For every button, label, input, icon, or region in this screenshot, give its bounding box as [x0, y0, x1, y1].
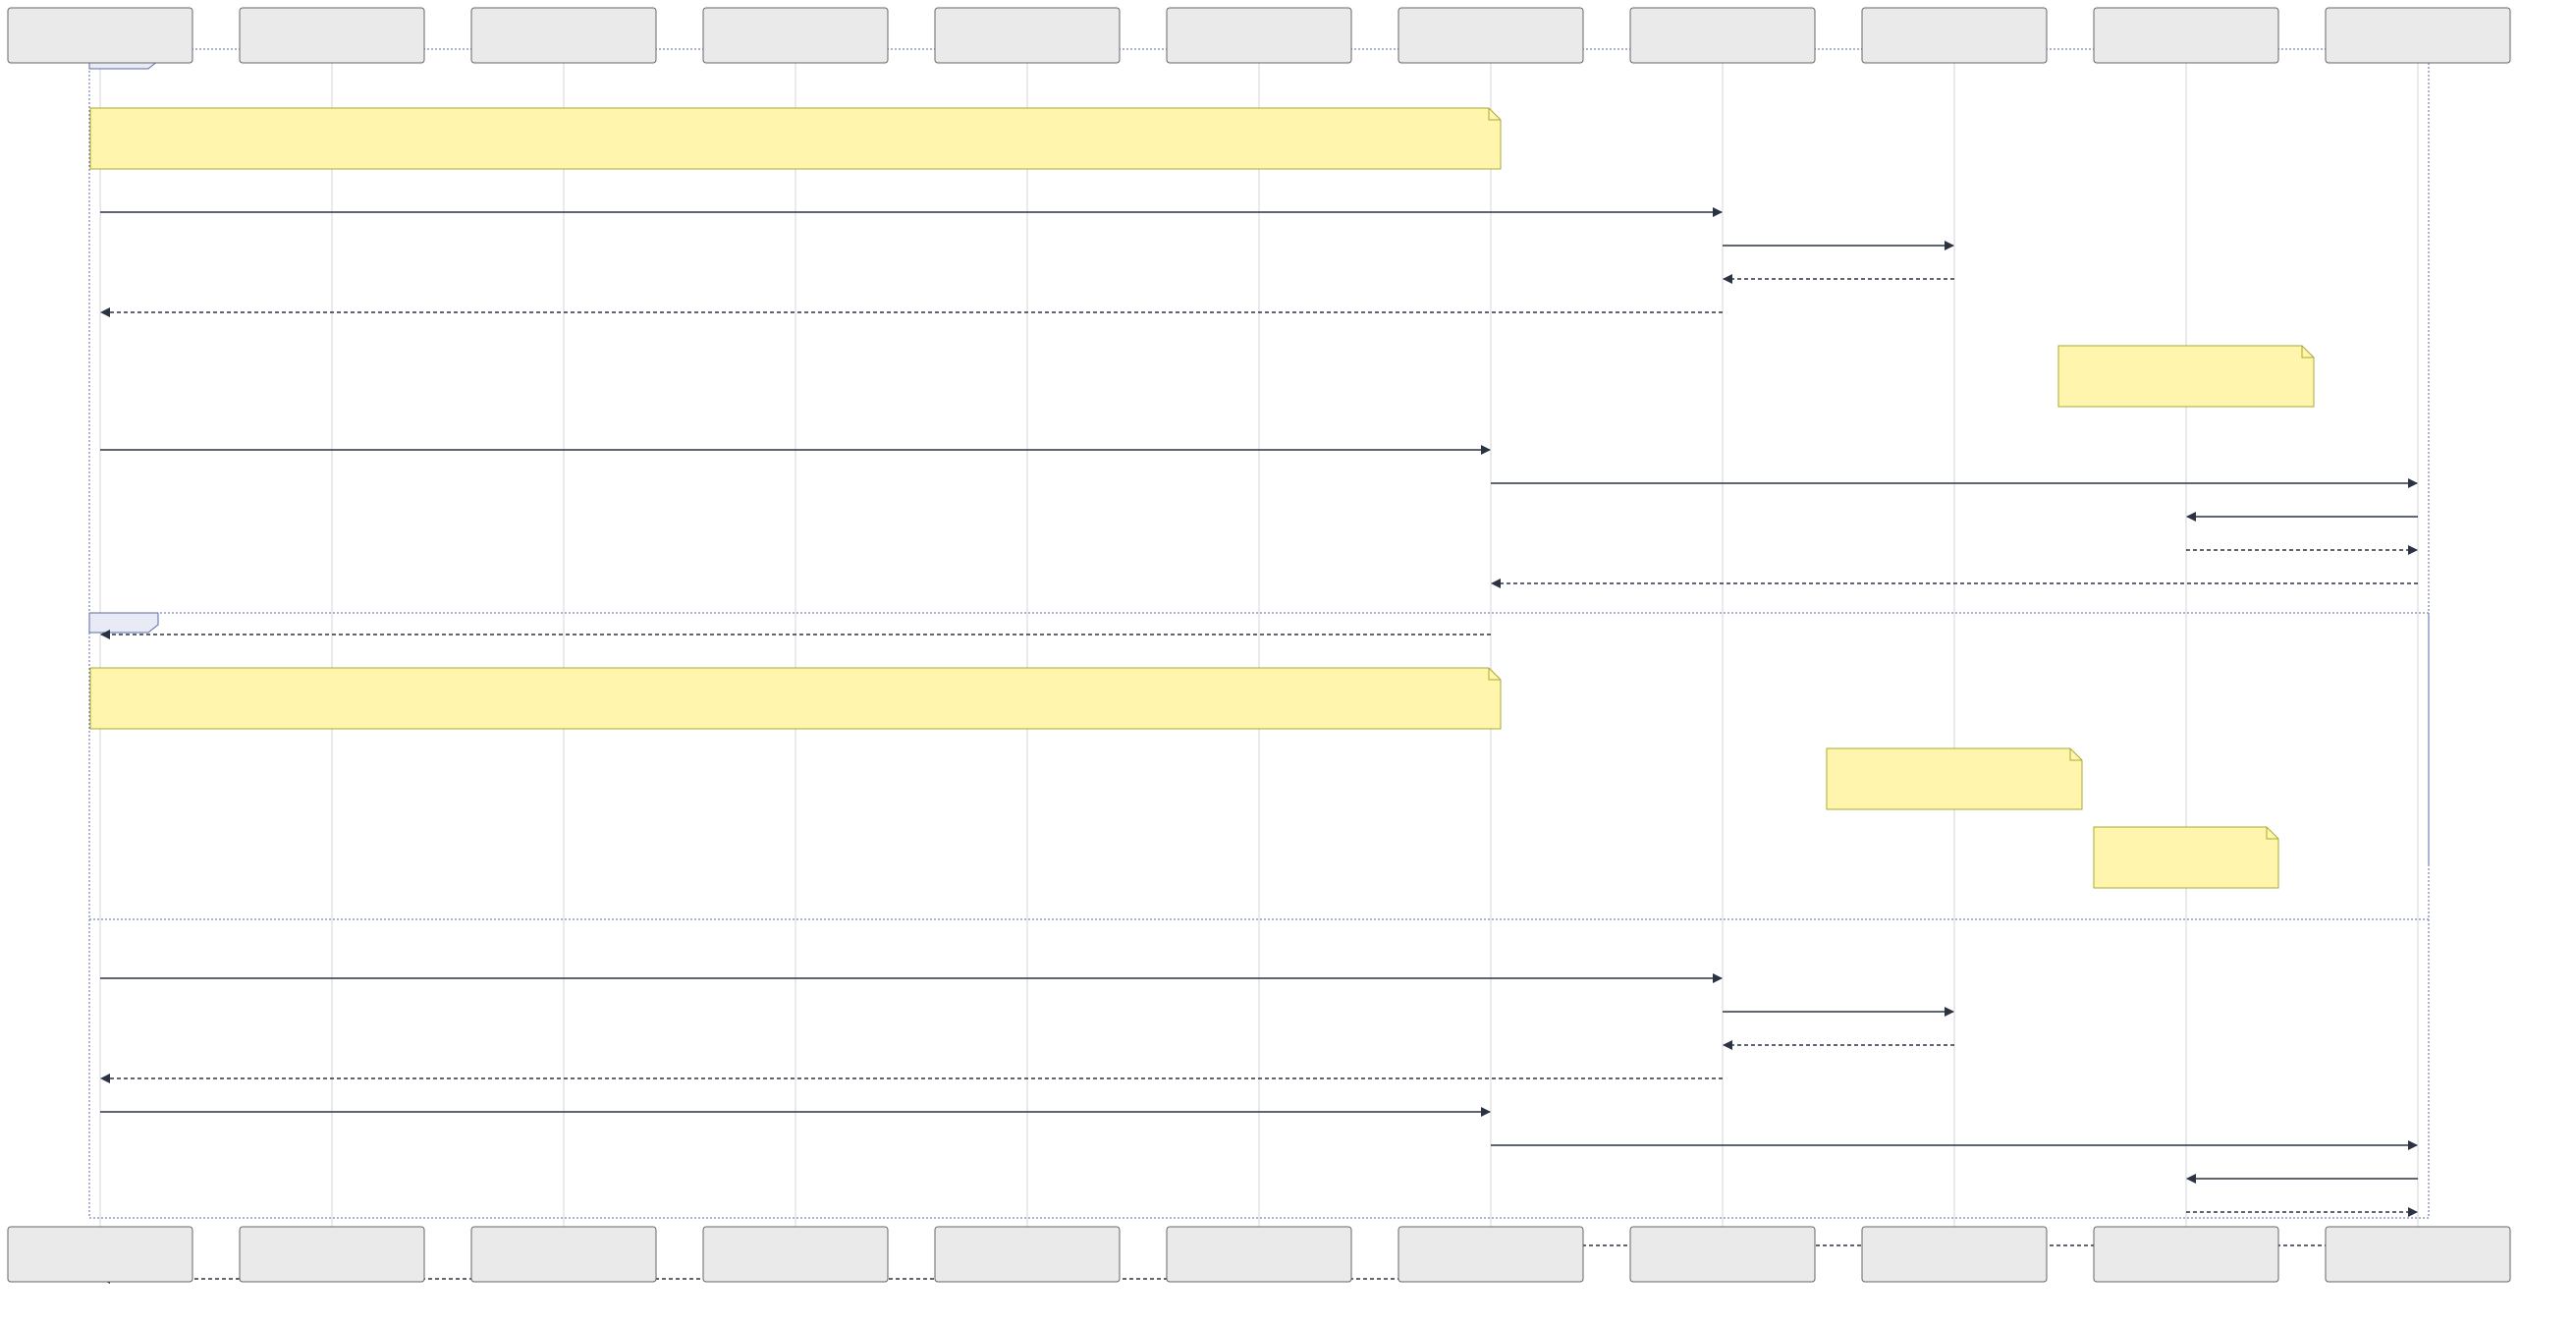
note-0 — [89, 107, 1502, 170]
actor-box-top-3[interactable] — [702, 7, 889, 64]
actor-rect — [1166, 1226, 1352, 1283]
actor-box-bottom-6[interactable] — [1398, 1226, 1584, 1283]
note-body — [89, 107, 1502, 170]
actor-box-top-1[interactable] — [239, 7, 425, 64]
note-fold — [2301, 346, 2314, 359]
actor-box-top-2[interactable] — [470, 7, 657, 64]
note-5 — [2057, 345, 2315, 408]
actor-box-bottom-4[interactable] — [934, 1226, 1121, 1283]
actor-rect — [7, 7, 193, 64]
note-body — [2093, 826, 2279, 889]
actor-rect — [934, 7, 1121, 64]
actor-box-bottom-3[interactable] — [702, 1226, 889, 1283]
note-14 — [1826, 747, 2083, 810]
actor-rect — [1861, 1226, 2048, 1283]
actor-rect — [2093, 1226, 2279, 1283]
note-fold — [2266, 827, 2278, 840]
note-body — [1826, 747, 2083, 810]
actor-box-bottom-2[interactable] — [470, 1226, 657, 1283]
note-body — [2057, 345, 2315, 408]
actor-box-top-9[interactable] — [2093, 7, 2279, 64]
note-15 — [2093, 826, 2279, 889]
actor-box-top-5[interactable] — [1166, 7, 1352, 64]
actor-box-top-0[interactable] — [7, 7, 193, 64]
actors — [7, 7, 2511, 1283]
actor-rect — [470, 1226, 657, 1283]
notes — [89, 107, 2315, 889]
actor-rect — [934, 1226, 1121, 1283]
actor-box-top-4[interactable] — [934, 7, 1121, 64]
actor-rect — [470, 7, 657, 64]
note-body — [89, 667, 1502, 730]
actor-rect — [1398, 1226, 1584, 1283]
actor-rect — [239, 1226, 425, 1283]
actor-box-bottom-8[interactable] — [1861, 1226, 2048, 1283]
actor-rect — [1629, 1226, 1816, 1283]
actor-rect — [702, 7, 889, 64]
actor-rect — [7, 1226, 193, 1283]
actor-box-top-10[interactable] — [2325, 7, 2511, 64]
alt-fragment-tab — [88, 612, 159, 634]
actor-box-top-8[interactable] — [1861, 7, 2048, 64]
note-fold — [1488, 108, 1501, 121]
actor-rect — [2325, 7, 2511, 64]
actor-rect — [239, 7, 425, 64]
actor-rect — [2093, 7, 2279, 64]
actor-box-bottom-5[interactable] — [1166, 1226, 1352, 1283]
actor-rect — [1166, 7, 1352, 64]
note-13 — [89, 667, 1502, 730]
actor-box-bottom-0[interactable] — [7, 1226, 193, 1283]
actor-box-bottom-1[interactable] — [239, 1226, 425, 1283]
actor-rect — [1861, 7, 2048, 64]
note-fold — [1488, 668, 1501, 681]
actor-box-bottom-9[interactable] — [2093, 1226, 2279, 1283]
actor-box-top-7[interactable] — [1629, 7, 1816, 64]
actor-rect — [702, 1226, 889, 1283]
actor-box-bottom-10[interactable] — [2325, 1226, 2511, 1283]
actor-rect — [1398, 7, 1584, 64]
lifelines — [99, 63, 2419, 1227]
actor-box-bottom-7[interactable] — [1629, 1226, 1816, 1283]
actor-rect — [1629, 7, 1816, 64]
actor-box-top-6[interactable] — [1398, 7, 1584, 64]
alt-fragment — [88, 612, 2430, 866]
actor-rect — [2325, 1226, 2511, 1283]
note-fold — [2069, 748, 2082, 761]
